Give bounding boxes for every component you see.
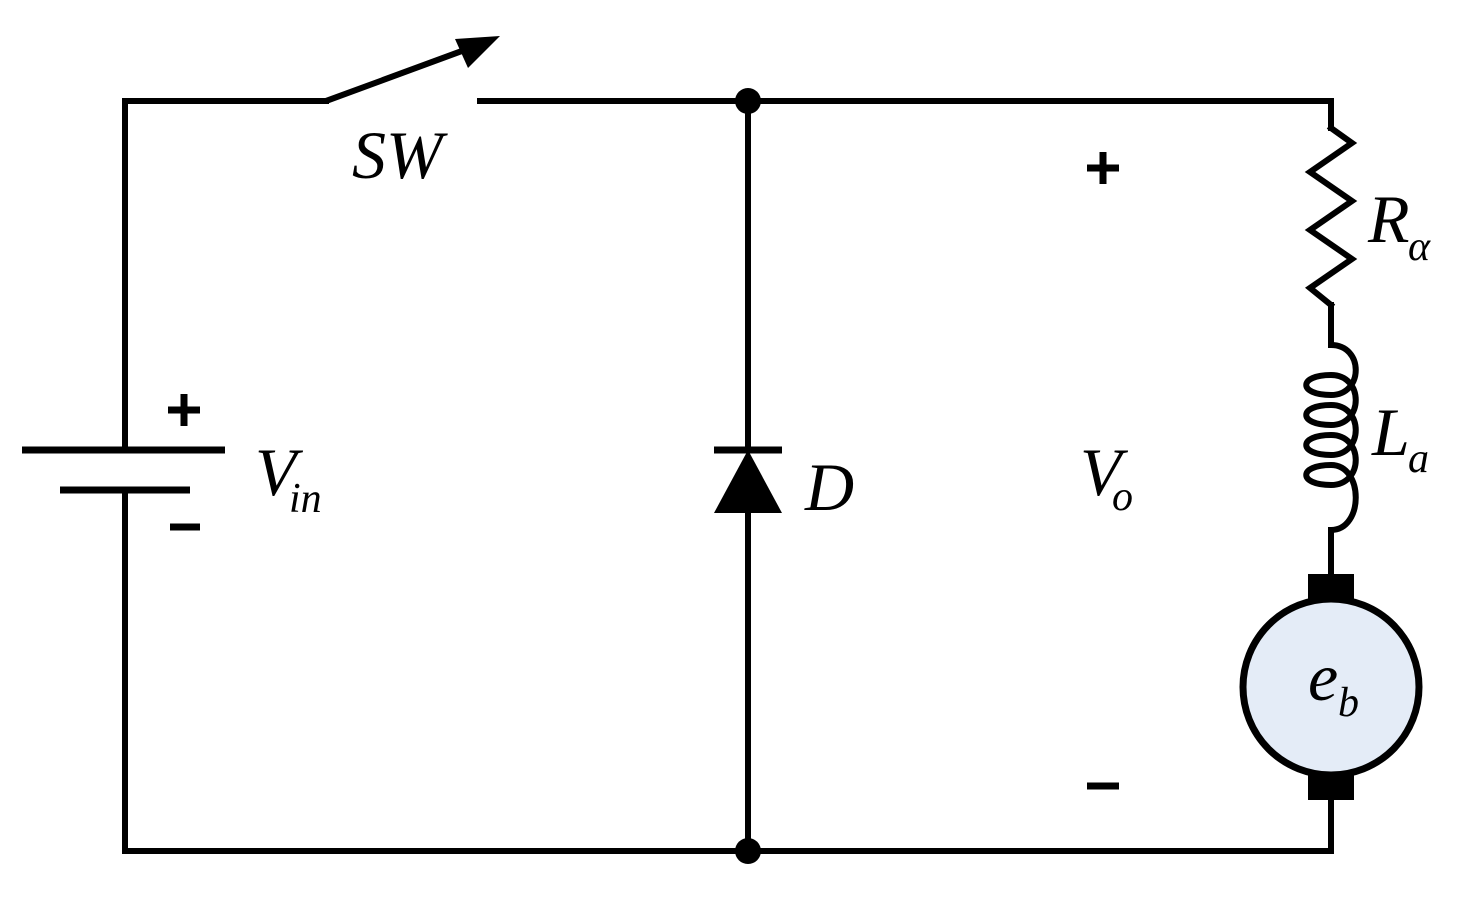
resistor-ra: R α xyxy=(1304,123,1431,310)
switch-arrow-icon xyxy=(455,36,500,68)
inductor-la: L a xyxy=(1303,341,1429,534)
output-label: V xyxy=(1080,434,1129,510)
top-right-wire xyxy=(477,98,1334,131)
switch-blade xyxy=(324,45,472,104)
output-voltage-vo: V o xyxy=(1080,152,1133,790)
diode-label: D xyxy=(804,449,854,525)
switch-sw: SW xyxy=(324,36,500,193)
diode-d: D xyxy=(714,446,854,525)
motor-body xyxy=(1239,595,1423,779)
inductor-coil xyxy=(1303,341,1359,534)
motor-label: e xyxy=(1308,639,1338,715)
inductor-label: L xyxy=(1371,394,1410,470)
source-plus-sign xyxy=(168,394,200,426)
output-label-subscript: o xyxy=(1112,474,1133,520)
source-label-subscript: in xyxy=(289,476,322,522)
resistor-label: R xyxy=(1367,181,1410,257)
resistor-label-subscript: α xyxy=(1408,224,1431,270)
left-wire xyxy=(122,98,329,453)
left-bottom-wire xyxy=(122,487,1334,854)
bottom-junction-node xyxy=(735,838,761,864)
dc-source-vin: V in xyxy=(22,394,322,531)
source-label: V xyxy=(255,434,304,510)
circuit-wires xyxy=(122,98,1334,854)
output-plus-sign xyxy=(1087,152,1119,184)
motor-label-subscript: b xyxy=(1338,680,1359,726)
inductor-label-subscript: a xyxy=(1408,436,1429,482)
resistor-zigzag xyxy=(1304,123,1358,310)
diode-triangle xyxy=(714,450,782,513)
motor-eb: e b xyxy=(1239,574,1423,800)
switch-label: SW xyxy=(352,117,448,193)
top-junction-node xyxy=(735,88,761,114)
